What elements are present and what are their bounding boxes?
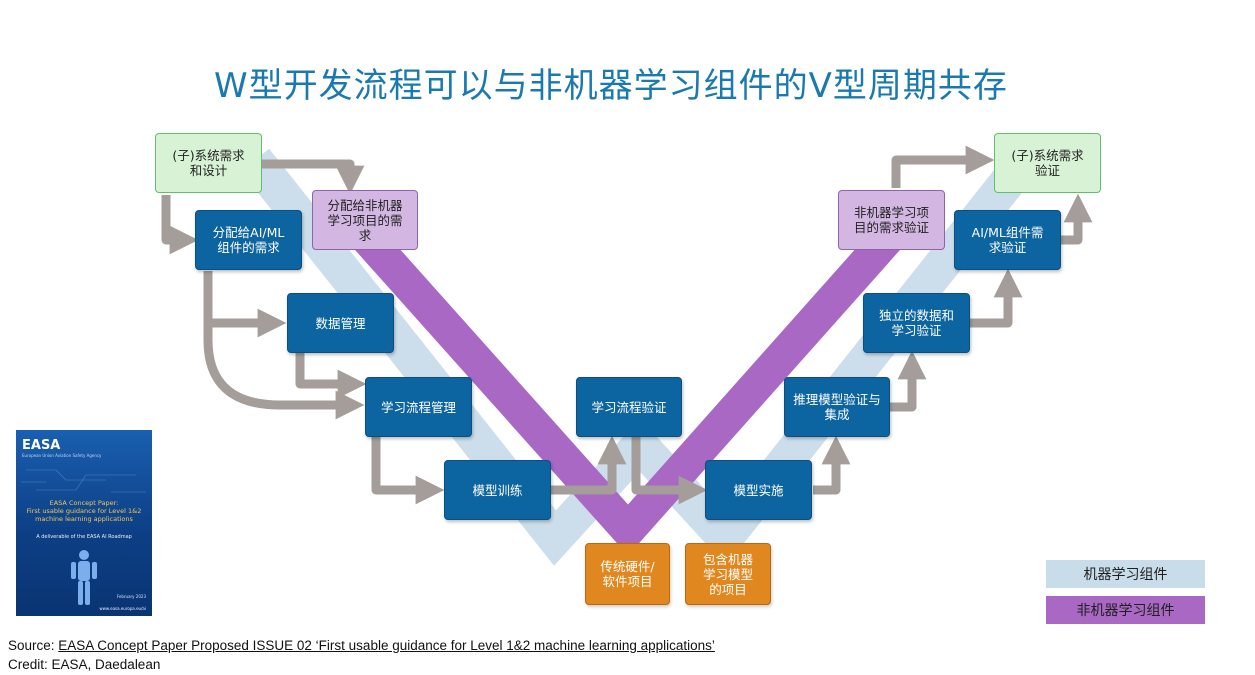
slide-title: W型开发流程可以与非机器学习组件的V型周期共存 <box>214 66 1008 106</box>
legend-non-ml-component: 非机器学习组件 <box>1046 596 1205 624</box>
cover-title: EASA Concept Paper: First usable guidanc… <box>26 499 142 523</box>
non-ml-component-band <box>347 218 908 556</box>
circuit-pattern-icon <box>21 469 146 493</box>
cover-url: www.easa.europa.eu/ai <box>99 606 146 611</box>
easa-logo-subtitle: European Union Aviation Safety Agency <box>22 453 102 458</box>
cover-subtitle: A deliverable of the EASA AI Roadmap <box>36 534 132 540</box>
data-management-box: 数据管理 <box>287 293 394 353</box>
source-link[interactable]: EASA Concept Paper Proposed ISSUE 02 ‘Fi… <box>58 638 715 653</box>
subsystem-requirements-design-box: (子)系统需求 和设计 <box>155 133 262 193</box>
credit-line: Credit: EASA, Daedalean <box>8 657 161 672</box>
subsystem-requirements-verification-box: (子)系统需求 验证 <box>994 133 1101 193</box>
ai-ml-requirements-allocation-box: 分配给AI/ML 组件的需求 <box>195 210 302 270</box>
easa-concept-paper-cover: EASA European Union Aviation Safety Agen… <box>16 430 152 616</box>
cover-date: February 2023 <box>116 594 146 599</box>
source-line: Source: EASA Concept Paper Proposed ISSU… <box>8 638 715 653</box>
inference-model-verification-box: 推理模型验证与 集成 <box>784 377 890 437</box>
non-ml-requirements-allocation-box: 分配给非机器 学习项目的需 求 <box>312 190 418 250</box>
model-implementation-box: 模型实施 <box>705 460 812 520</box>
source-prefix: Source: <box>8 638 59 653</box>
legend-ml-component: 机器学习组件 <box>1046 560 1205 588</box>
traditional-hw-sw-items-box: 传统硬件/ 软件项目 <box>585 543 670 605</box>
non-ml-requirements-verification-box: 非机器学习项 目的需求验证 <box>838 190 945 250</box>
learning-process-verification-box: 学习流程验证 <box>576 377 682 437</box>
ml-model-items-box: 包含机器 学习模型 的项目 <box>685 543 771 605</box>
independent-data-learning-verification-box: 独立的数据和 学习验证 <box>863 293 970 353</box>
learning-process-management-box: 学习流程管理 <box>365 377 472 437</box>
model-training-box: 模型训练 <box>444 460 551 520</box>
human-figure-icon <box>71 550 97 605</box>
easa-logo: EASA <box>22 438 61 453</box>
flow-arrows <box>161 145 1093 505</box>
ai-ml-requirements-verification-box: AI/ML组件需 求验证 <box>954 210 1061 270</box>
